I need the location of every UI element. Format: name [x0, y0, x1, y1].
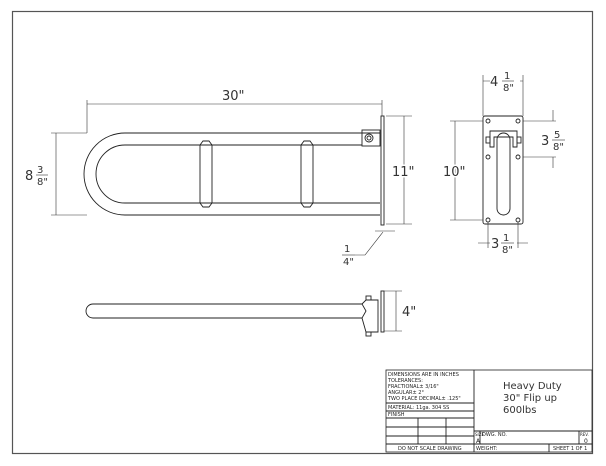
dim-width-whole: 4: [490, 75, 498, 90]
plan-view: 4": [85, 290, 416, 337]
dim-hole-offset-den: 8": [553, 142, 564, 153]
dim-width-den: 8": [503, 83, 514, 94]
bolt-head: [365, 331, 372, 337]
title-block: DIMENSIONS ARE IN INCHES TOLERANCES: FRA…: [385, 369, 593, 453]
text-mask: [490, 70, 520, 94]
dim-bracket-depth: 4": [402, 305, 416, 320]
dim-height-num: 3: [37, 165, 43, 176]
bar-slot: [496, 132, 511, 216]
cross-brace: [300, 140, 314, 208]
size-value: A: [476, 438, 481, 445]
dim-thickness-den: 4": [343, 257, 354, 268]
hinge-bracket: [489, 130, 518, 148]
dim-width-num: 1: [504, 71, 510, 82]
grab-bar-outer: [83, 132, 380, 216]
grab-bar-inner: [95, 144, 380, 204]
hinge-bracket: [361, 129, 381, 147]
text-mask: [490, 232, 517, 256]
side-view: 4 1 8" 10" 3 5 8" 3 1 8": [442, 70, 565, 256]
grab-bar: [85, 303, 362, 319]
dim-hole-offset-whole: 3: [541, 134, 549, 149]
bolt-head: [365, 295, 372, 301]
dim-hole-offset-num: 5: [554, 130, 560, 141]
finish-label: FINISH: [388, 412, 405, 418]
title-line: 30" Flip up: [503, 393, 557, 404]
tolerance-line: ANGULAR± 2°: [388, 390, 424, 396]
size-label: SIZE: [475, 432, 484, 437]
dim-height-den: 8": [37, 177, 48, 188]
title-line: Heavy Duty: [503, 381, 562, 392]
tolerance-line: DIMENSIONS ARE IN INCHES: [388, 372, 459, 378]
dwg-no-label: DWG. NO.: [482, 432, 507, 438]
rev-label: REV.: [580, 432, 589, 437]
dim-hole-vertical: 10": [443, 165, 466, 180]
tolerance-line: TWO PLACE DECIMAL± .125": [387, 396, 461, 402]
wall-plate: [380, 115, 385, 226]
leader-line: [355, 231, 384, 256]
bolt-head: [516, 136, 522, 144]
pivot-bolt: [364, 133, 374, 143]
dim-thickness-num: 1: [344, 244, 350, 255]
dim-hole-spacing-whole: 3: [491, 237, 499, 252]
dim-hole-spacing-den: 8": [502, 245, 513, 256]
front-view: 30" 8 3 8" 11" 1 4": [25, 89, 416, 268]
dim-length: 30": [222, 89, 245, 104]
sheet-label: SHEET 1 OF 1: [553, 446, 587, 452]
mounting-plate: [482, 115, 524, 225]
dim-hole-spacing-num: 1: [503, 233, 509, 244]
tolerance-line: TOLERANCES:: [387, 378, 423, 384]
title-line: 600lbs: [503, 405, 536, 416]
pivot-bolt-inner: [366, 135, 372, 141]
dim-height-whole: 8: [25, 169, 33, 184]
do-not-scale-label: DO NOT SCALE DRAWING: [398, 446, 462, 452]
bolt-head: [485, 136, 491, 144]
wall-plate: [380, 290, 385, 333]
cross-brace: [199, 140, 213, 208]
dim-plate-height: 11": [392, 165, 415, 180]
tolerance-line: FRACTIONAL± 3/16": [388, 384, 439, 390]
weight-label: WEIGHT:: [476, 446, 498, 452]
rev-value: 0: [584, 438, 588, 445]
material-label: MATERIAL: 11ga. 304 SS: [388, 405, 449, 411]
